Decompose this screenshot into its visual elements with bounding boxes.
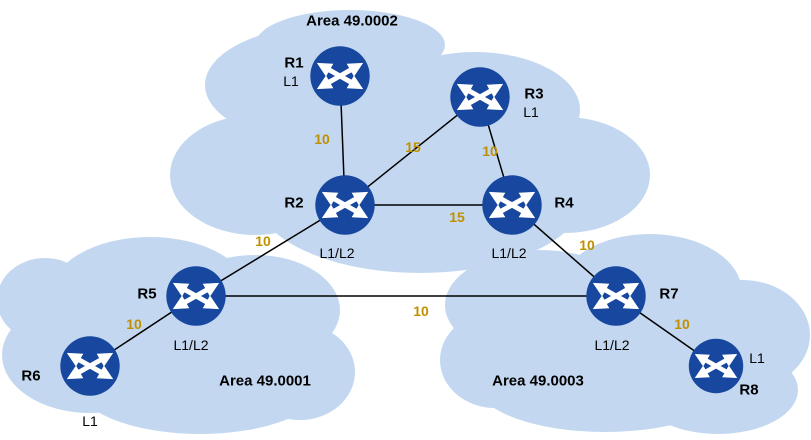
- router-r2-level: L1/L2: [319, 245, 355, 261]
- router-icon: [689, 339, 743, 393]
- router-r6-name: R6: [21, 367, 41, 385]
- area-49-0003-label: Area 49.0003: [492, 372, 584, 390]
- router-r8: [689, 339, 743, 393]
- router-icon: [60, 336, 119, 395]
- link-r5-r6-cost: 10: [126, 316, 142, 332]
- router-icon: [450, 67, 509, 126]
- router-r2-name: R2: [284, 194, 304, 212]
- router-r7-level: L1/L2: [594, 337, 630, 353]
- router-icon: [310, 46, 369, 105]
- router-r5-level: L1/L2: [173, 337, 209, 353]
- router-r3: [450, 67, 509, 126]
- router-r7-name: R7: [659, 285, 679, 303]
- router-icon: [586, 266, 645, 325]
- router-r5-name: R5: [137, 285, 157, 303]
- router-icon: [166, 266, 225, 325]
- router-r6: [60, 336, 119, 395]
- router-r6-level: L1: [82, 413, 98, 429]
- router-r5: [166, 266, 225, 325]
- router-r1-level: L1: [283, 73, 299, 89]
- router-r8-name: R8: [739, 381, 759, 399]
- link-r5-r7-cost: 10: [413, 303, 429, 319]
- router-r7: [586, 266, 645, 325]
- router-r2: [315, 175, 374, 234]
- link-r2-r4-cost: 15: [449, 209, 465, 225]
- link-r1-r2-cost: 10: [314, 131, 330, 147]
- link-r7-r8-cost: 10: [674, 316, 690, 332]
- area-49-0001-cloud: [0, 237, 355, 434]
- router-r1-name: R1: [284, 54, 304, 72]
- area-49-0001-label: Area 49.0001: [219, 372, 311, 390]
- router-r8-level: L1: [749, 350, 765, 366]
- link-r4-r7-cost: 10: [579, 237, 595, 253]
- area-49-0003-cloud: [440, 234, 810, 434]
- router-icon: [315, 175, 374, 234]
- router-r1: [310, 46, 369, 105]
- area-49-0002-label: Area 49.0002: [306, 12, 398, 30]
- link-r3-r4-cost: 10: [482, 143, 498, 159]
- router-r4-level: L1/L2: [491, 245, 527, 261]
- router-icon: [482, 175, 541, 234]
- router-r3-level: L1: [523, 104, 539, 120]
- router-r3-name: R3: [524, 85, 544, 103]
- router-r4: [482, 175, 541, 234]
- link-r2-r3-cost: 15: [405, 139, 421, 155]
- link-r2-r5-cost: 10: [255, 233, 271, 249]
- router-r4-name: R4: [554, 194, 574, 212]
